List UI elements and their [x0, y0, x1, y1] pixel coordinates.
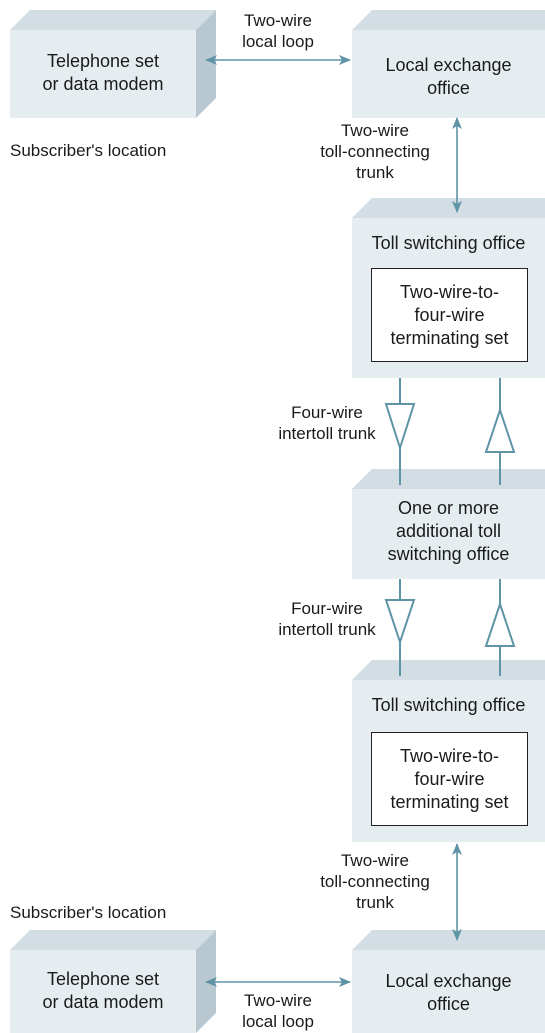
subscriber-location-label-top: Subscriber's location [10, 141, 167, 160]
amplifier-up-icon [484, 600, 516, 647]
subscriber-location-label-bottom: Subscriber's location [10, 903, 167, 922]
amplifier-down-icon [384, 403, 416, 452]
subscriber-device-box-top [10, 10, 216, 118]
amplifier-up-icon [484, 406, 516, 453]
amplifier-down-icon [384, 599, 416, 646]
subscriber-device-box-bottom [10, 930, 216, 1033]
toll-office-1-title: Toll switching office [371, 233, 526, 253]
local-exchange-box-top [352, 10, 545, 118]
four-wire-trunk-1 [384, 378, 516, 485]
local-exchange-box-bottom [352, 930, 545, 1033]
toll-office-2-title: Toll switching office [371, 695, 526, 715]
four-wire-trunk-2 [384, 579, 516, 676]
